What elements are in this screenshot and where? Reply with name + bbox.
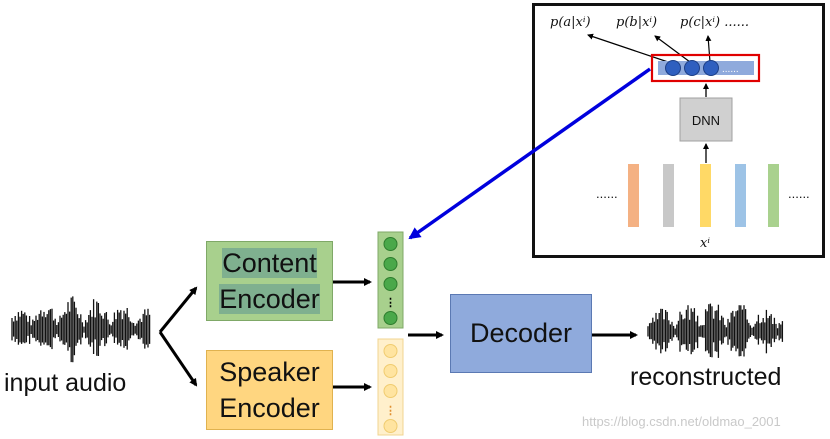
speaker-vector: ⋮ — [377, 338, 404, 436]
input-to-speaker-arrow — [158, 331, 198, 387]
input-audio-label: input audio — [4, 369, 127, 397]
prob-arrow-c — [705, 35, 712, 63]
prob-label-c: p(c|xⁱ) ...... — [680, 15, 749, 30]
dnn-label: DNN — [692, 113, 720, 128]
watermark: https://blog.csdn.net/oldmao_2001 — [582, 414, 781, 429]
prob-arrow-a — [587, 33, 675, 65]
speaker-encoder-label-line1: Speaker — [219, 357, 320, 387]
feature-frame — [700, 164, 711, 227]
dnn-box — [679, 97, 733, 142]
content-vector-ellipsis: ⋮ — [385, 297, 396, 309]
output-waveform — [647, 303, 784, 358]
speaker-vector-unit — [383, 344, 398, 358]
feature-frame — [768, 164, 779, 227]
reconstructed-label: reconstructed — [630, 363, 782, 391]
speaker-encoder-box: Speaker Encoder — [206, 350, 333, 430]
output-unit — [684, 60, 700, 76]
feature-frame — [735, 164, 746, 227]
prob-label-b: p(b|xⁱ) — [616, 15, 657, 30]
content-vector-unit — [383, 237, 398, 251]
output-layer-highlight — [650, 53, 761, 83]
content-encoder-box: Content Encoder — [206, 241, 333, 321]
input-waveform — [11, 296, 151, 363]
speaker-vector-unit — [383, 419, 398, 433]
content-encoder-label-line1: Content — [222, 248, 317, 278]
decoder-label: Decoder — [469, 318, 573, 348]
feature-frame — [628, 164, 639, 227]
prob-arrow-b — [654, 35, 691, 63]
frames-right-dots: ...... — [788, 186, 810, 201]
frames-left-dots: ...... — [596, 186, 618, 201]
speaker-vector-unit — [383, 384, 398, 398]
input-frame-label: xⁱ — [700, 236, 710, 251]
inset-content: p(a|xⁱ) p(b|xⁱ) p(c|xⁱ) ...... ...... DN… — [550, 15, 810, 251]
decoder-box: Decoder — [450, 294, 592, 373]
output-unit — [665, 60, 681, 76]
content-vector-unit — [383, 311, 398, 325]
content-vector: ⋮ — [377, 231, 404, 329]
feature-frame — [663, 164, 674, 227]
output-layer-dots: ...... — [722, 64, 739, 75]
output-unit — [703, 60, 719, 76]
speaker-encoder-label-line2: Encoder — [219, 393, 320, 423]
speaker-vector-unit — [383, 364, 398, 378]
speaker-vector-ellipsis: ⋮ — [385, 405, 396, 417]
inset-to-content-vector-connector — [408, 67, 652, 240]
prob-label-a: p(a|xⁱ) — [550, 15, 591, 30]
content-vector-unit — [383, 277, 398, 291]
input-to-content-arrow — [158, 286, 198, 333]
content-encoder-label-line2: Encoder — [219, 284, 320, 314]
content-vector-unit — [383, 257, 398, 271]
